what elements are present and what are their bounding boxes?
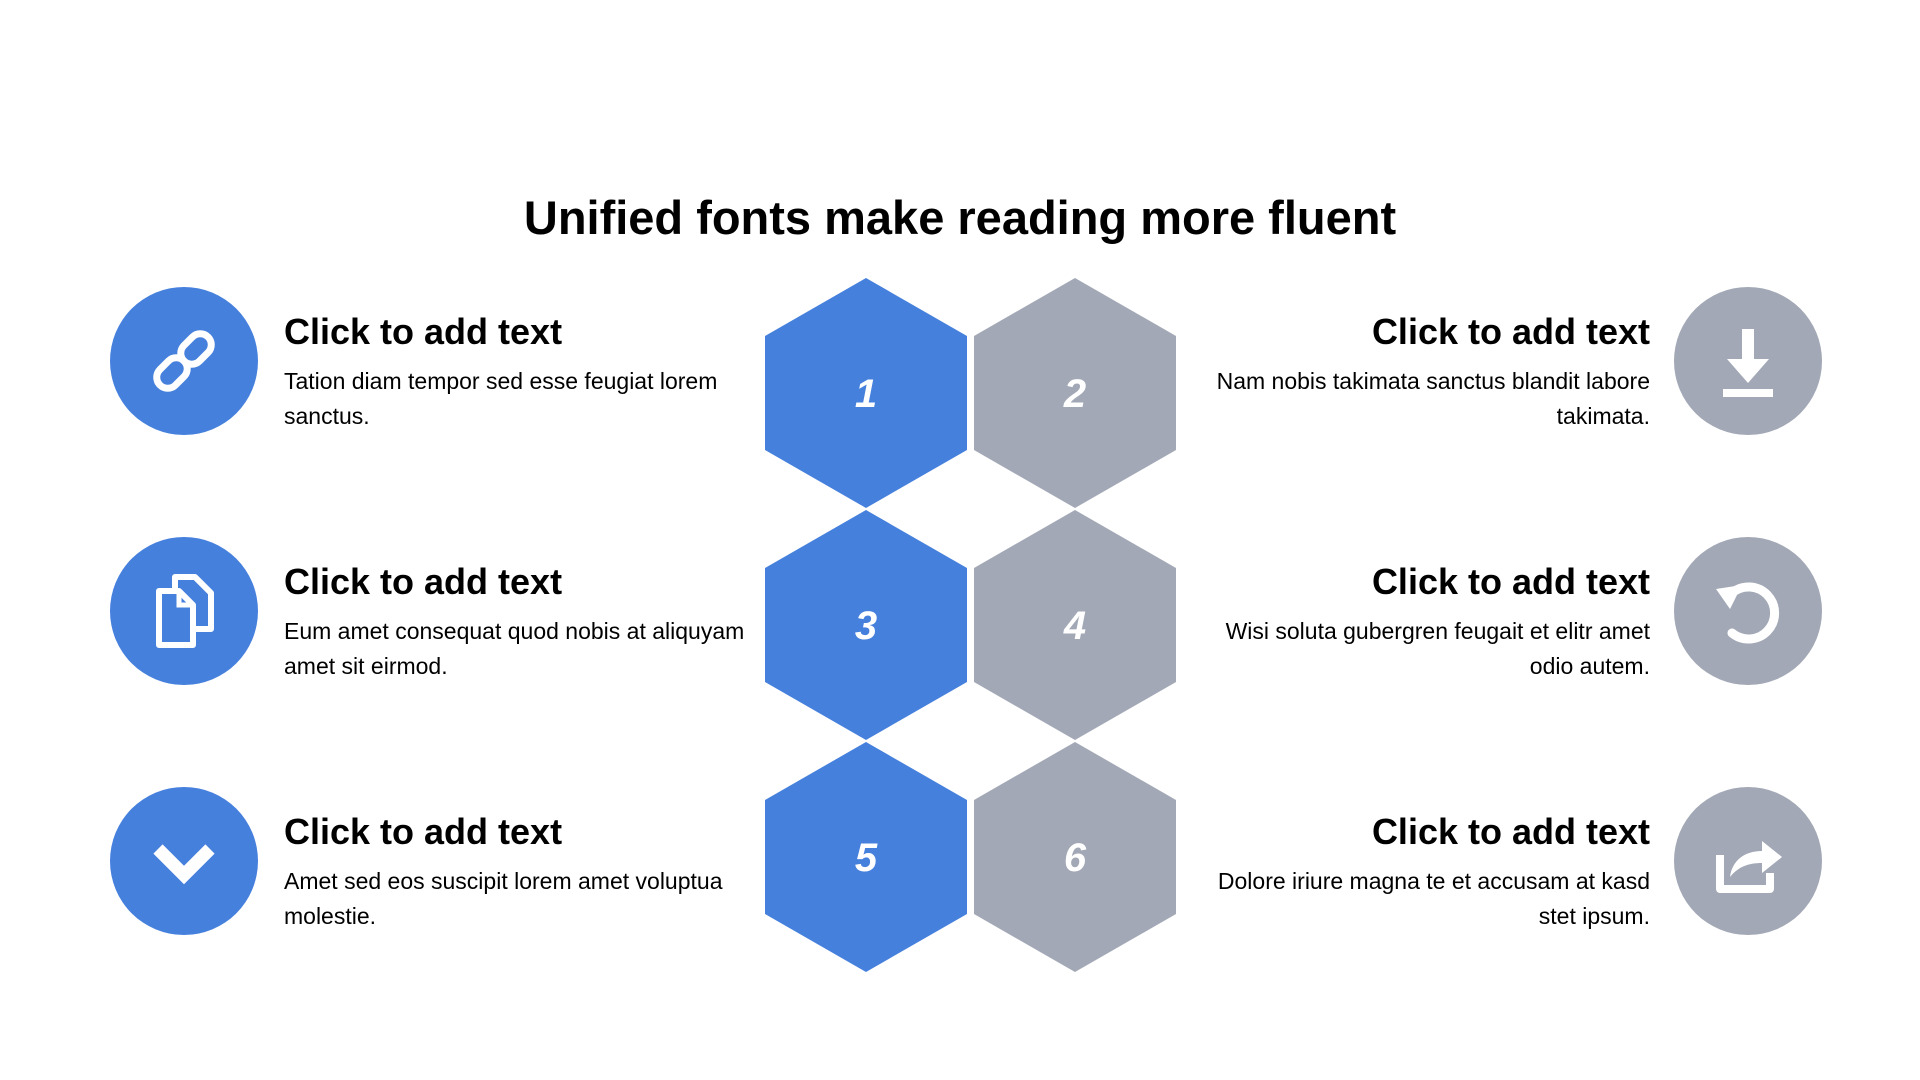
hexagon-2[interactable]: 2: [974, 278, 1176, 508]
share-icon: [1716, 841, 1782, 893]
block-heading[interactable]: Click to add text: [284, 561, 563, 602]
copy-icon: [156, 574, 214, 648]
hexagon-6[interactable]: 6: [974, 742, 1176, 972]
hexagon-3[interactable]: 3: [765, 510, 967, 740]
block-heading[interactable]: Click to add text: [1371, 311, 1650, 352]
text-block-2: Click to add text Nam nobis takimata san…: [1180, 310, 1650, 434]
block-body[interactable]: Dolore iriure magna te et accusam at kas…: [1217, 868, 1650, 929]
text-block-3: Click to add text Eum amet consequat quo…: [284, 560, 754, 684]
link-icon: [153, 330, 215, 392]
text-block-1: Click to add text Tation diam tempor sed…: [284, 310, 754, 434]
undo-icon: [1716, 582, 1780, 644]
block-body[interactable]: Amet sed eos suscipit lorem amet voluptu…: [284, 868, 723, 929]
block-heading[interactable]: Click to add text: [284, 811, 563, 852]
icon-circle-chevron[interactable]: [110, 787, 258, 935]
block-heading[interactable]: Click to add text: [1371, 561, 1650, 602]
chevron-down-icon: [153, 844, 215, 885]
block-body[interactable]: Eum amet consequat quod nobis at aliquya…: [284, 618, 745, 679]
block-heading[interactable]: Click to add text: [284, 311, 563, 352]
slide-title[interactable]: Unified fonts make reading more fluent: [523, 191, 1397, 244]
icon-circle-copy[interactable]: [110, 537, 258, 685]
block-heading[interactable]: Click to add text: [1371, 811, 1650, 852]
text-block-4: Click to add text Wisi soluta gubergren …: [1180, 560, 1650, 684]
block-body[interactable]: Wisi soluta gubergren feugait et elitr a…: [1225, 618, 1650, 679]
text-block-6: Click to add text Dolore iriure magna te…: [1180, 810, 1650, 934]
icon-circle-link[interactable]: [110, 287, 258, 435]
download-icon: [1723, 329, 1773, 397]
text-block-5: Click to add text Amet sed eos suscipit …: [284, 810, 754, 934]
icon-circle-download[interactable]: [1674, 287, 1822, 435]
icon-circle-undo[interactable]: [1674, 537, 1822, 685]
hexagon-5[interactable]: 5: [765, 742, 967, 972]
icon-circle-share[interactable]: [1674, 787, 1822, 935]
hexagon-1[interactable]: 1: [765, 278, 967, 508]
block-body[interactable]: Tation diam tempor sed esse feugiat lore…: [284, 368, 718, 429]
hexagon-4[interactable]: 4: [974, 510, 1176, 740]
block-body[interactable]: Nam nobis takimata sanctus blandit labor…: [1216, 368, 1650, 429]
